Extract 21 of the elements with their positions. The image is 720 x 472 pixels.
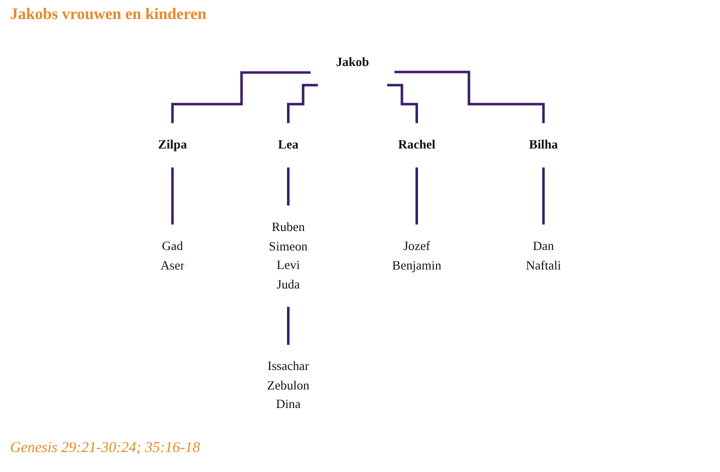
connector [287,306,290,346]
connector [542,166,546,226]
node-text: Issachar Zebulon Dina [268,360,310,412]
node-text: Rachel [398,138,436,152]
connector [172,166,174,226]
node-text: Bilha [529,138,558,152]
diagram-title: Jakobs vrouwen en kinderen [10,6,206,24]
node-text: Jozef Benjamin [392,240,442,272]
node-text: Jakob [336,56,370,70]
node-text: Gad Aser [160,240,185,272]
node-text: Ruben Simeon Levi Juda [269,220,308,292]
connector [287,84,318,124]
connector [172,71,312,124]
connector [287,166,290,207]
connector [416,166,418,226]
connector [394,70,546,124]
node-text: Dan Naftali [526,240,562,272]
node-text: Zilpa [158,138,188,152]
source-caption: Genesis 29:21-30:24; 35:16-18 [10,440,200,457]
node-text: Lea [278,138,299,152]
connector [388,84,418,124]
